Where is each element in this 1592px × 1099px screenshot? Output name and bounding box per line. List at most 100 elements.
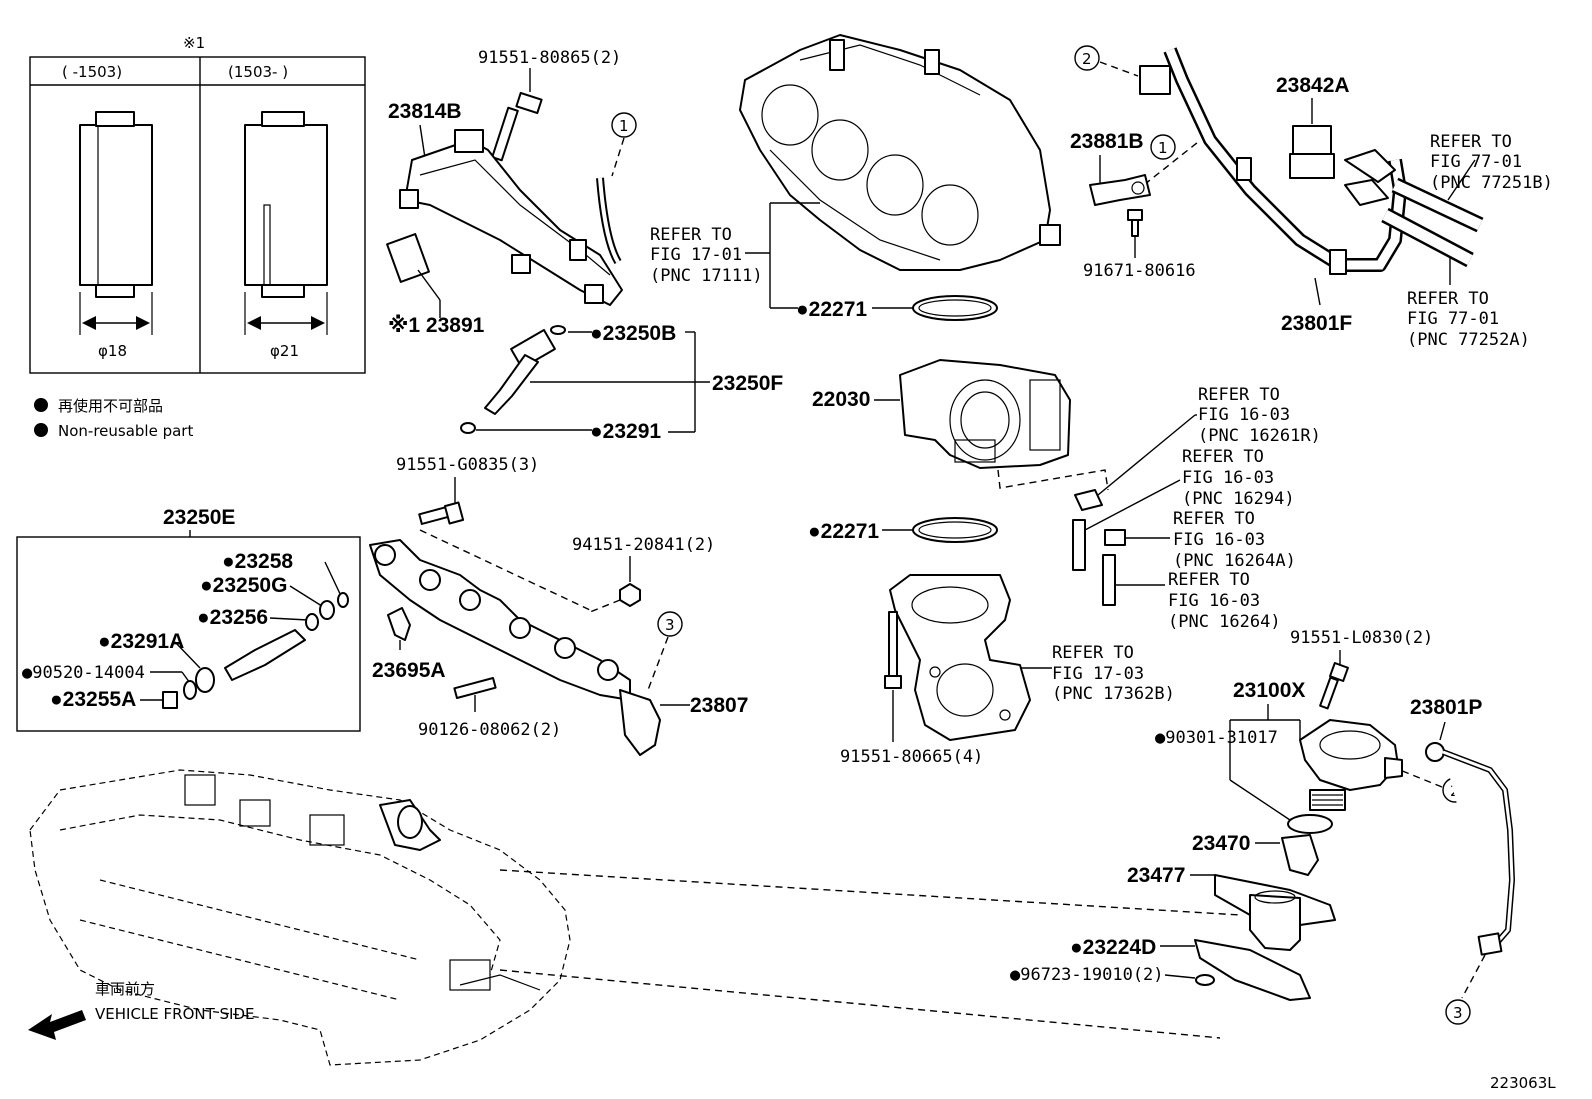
ref-77-01-a-line1: REFER TO bbox=[1430, 132, 1512, 152]
ref-16-03-d-line2: FIG 16-03 bbox=[1168, 591, 1260, 611]
nut-94151-20841 bbox=[619, 583, 641, 607]
label-23807: 23807 bbox=[690, 694, 748, 717]
ref-16-03-c-line1: REFER TO bbox=[1173, 509, 1255, 529]
label-22271-top: ●22271 bbox=[796, 298, 867, 321]
ref-77-01-b-line1: REFER TO bbox=[1407, 289, 1489, 309]
callout-3-mid bbox=[657, 611, 683, 637]
callout-1-right bbox=[1150, 134, 1176, 160]
gasket-23224D bbox=[1194, 939, 1311, 1001]
figure-id: 223063L bbox=[1490, 1074, 1556, 1092]
ref-17-01-line3: (PNC 17111) bbox=[650, 266, 763, 286]
legend-dot-en bbox=[34, 423, 48, 437]
wire-harness-23814B bbox=[399, 129, 623, 306]
clip-23695A bbox=[387, 607, 411, 641]
label-22030: 22030 bbox=[812, 388, 870, 411]
inset-panel: ※1 ( -1503) (1503- ) φ18 bbox=[29, 34, 366, 374]
oring-90301-31017 bbox=[1287, 814, 1333, 834]
callout-1-top-text: 1 bbox=[619, 117, 629, 135]
label-90520-14004: ●90520-14004 bbox=[22, 663, 145, 683]
ref-16-03-c-line2: FIG 16-03 bbox=[1173, 530, 1265, 550]
filter-23891 bbox=[386, 233, 430, 283]
front-direction-arrow bbox=[28, 1010, 86, 1040]
front-label-jp: 車両前方 bbox=[95, 980, 155, 998]
label-90126-08062: 90126-08062(2) bbox=[418, 720, 561, 740]
inset-title: ※1 bbox=[183, 34, 205, 52]
ref-16-03-a-line1: REFER TO bbox=[1198, 385, 1280, 405]
label-91551-L0830: 91551-L0830(2) bbox=[1290, 628, 1433, 648]
label-23255A: ●23255A bbox=[50, 688, 136, 711]
intake-manifold bbox=[739, 34, 1061, 271]
inset-col-left: ( -1503) bbox=[62, 63, 122, 81]
oring-96723-19010 bbox=[1195, 974, 1215, 986]
ref-16-03-c-line3: (PNC 16264A) bbox=[1173, 551, 1296, 571]
ref-16-03-b-line3: (PNC 16294) bbox=[1182, 489, 1295, 509]
label-23100X: 23100X bbox=[1233, 679, 1305, 702]
inset-col-right: (1503- ) bbox=[228, 63, 288, 81]
callout-1-top bbox=[611, 112, 637, 138]
throttle-adapter bbox=[889, 574, 1031, 741]
bolt-91551-80865 bbox=[491, 91, 543, 162]
label-23477: 23477 bbox=[1127, 864, 1185, 887]
ref-16-03-b-line1: REFER TO bbox=[1182, 447, 1264, 467]
label-23881B: 23881B bbox=[1070, 130, 1144, 153]
fuel-pipe-23801P bbox=[1425, 742, 1515, 956]
stud-90126-08062 bbox=[453, 676, 497, 700]
label-22271-mid: ●22271 bbox=[808, 520, 879, 543]
throttle-body-22030 bbox=[899, 359, 1071, 469]
ref-16-03-a-line2: FIG 16-03 bbox=[1198, 405, 1290, 425]
front-label-en: VEHICLE FRONT SIDE bbox=[95, 1005, 255, 1023]
bolt-91551-L0830 bbox=[1319, 662, 1349, 710]
label-91551-80865: 91551-80865(2) bbox=[478, 48, 621, 68]
label-23256: ●23256 bbox=[197, 606, 268, 629]
label-23250G: ●23250G bbox=[200, 574, 287, 597]
fuel-rail bbox=[369, 539, 661, 756]
ref-16-03-a-line3: (PNC 16261R) bbox=[1198, 426, 1321, 446]
kit-parts bbox=[162, 592, 349, 709]
callout-3-bottom bbox=[1445, 999, 1471, 1025]
label-23801P: 23801P bbox=[1410, 696, 1482, 719]
callout-2-top-text: 2 bbox=[1082, 50, 1092, 68]
label-23250F: 23250F bbox=[712, 372, 783, 395]
label-23695A: 23695A bbox=[372, 659, 446, 682]
callout-3-bottom-text: 3 bbox=[1453, 1004, 1463, 1022]
label-23250B: ●23250B bbox=[590, 322, 676, 345]
callout-2-top bbox=[1074, 45, 1100, 71]
lifter-23470 bbox=[1281, 834, 1319, 876]
label-23291A: ●23291A bbox=[98, 630, 184, 653]
injector-23250F bbox=[460, 325, 566, 434]
fuel-hose-23801F bbox=[1139, 47, 1407, 275]
legend: 再使用不可部品 Non-reusable part bbox=[34, 397, 193, 440]
ref-77-01-b-line2: FIG 77-01 bbox=[1407, 309, 1499, 329]
ref-16-03-d-line3: (PNC 16264) bbox=[1168, 612, 1281, 632]
ref-77-01-a-line3: (PNC 77251B) bbox=[1430, 173, 1553, 193]
legend-jp: 再使用不可部品 bbox=[58, 397, 163, 415]
kit-box-23250E bbox=[16, 536, 361, 732]
fuel-pump-23100X bbox=[1299, 719, 1403, 811]
label-23470: 23470 bbox=[1192, 832, 1250, 855]
filter-21-drawing bbox=[244, 111, 328, 335]
legend-dot-jp bbox=[34, 398, 48, 412]
bolt-91551-G0835 bbox=[418, 501, 465, 525]
label-23224D: ●23224D bbox=[1070, 936, 1156, 959]
legend-en: Non-reusable part bbox=[58, 422, 193, 440]
ref-77-01-a-line2: FIG 77-01 bbox=[1430, 152, 1522, 172]
label-90301-31017: ●90301-31017 bbox=[1155, 728, 1278, 748]
bracket-23881B bbox=[1089, 174, 1151, 237]
label-23801F: 23801F bbox=[1281, 312, 1352, 335]
label-91671-80616: 91671-80616 bbox=[1083, 261, 1196, 281]
label-23291: ●23291 bbox=[590, 420, 661, 443]
label-91551-80665: 91551-80665(4) bbox=[840, 747, 983, 767]
label-91551-G0835: 91551-G0835(3) bbox=[396, 455, 539, 475]
vacuum-hoses bbox=[1072, 489, 1126, 606]
callout-1-right-text: 1 bbox=[1158, 139, 1168, 157]
label-23842A: 23842A bbox=[1276, 74, 1350, 97]
ref-17-01-line2: FIG 17-01 bbox=[650, 245, 742, 265]
ref-17-01-line1: REFER TO bbox=[650, 225, 732, 245]
bolt-91551-80665 bbox=[884, 611, 902, 689]
dim-left: φ18 bbox=[98, 342, 127, 360]
label-23250E: 23250E bbox=[163, 506, 235, 529]
clip-23842A bbox=[1289, 125, 1335, 179]
callout-3-mid-text: 3 bbox=[665, 616, 675, 634]
ref-17-03-line3: (PNC 17362B) bbox=[1052, 684, 1175, 704]
